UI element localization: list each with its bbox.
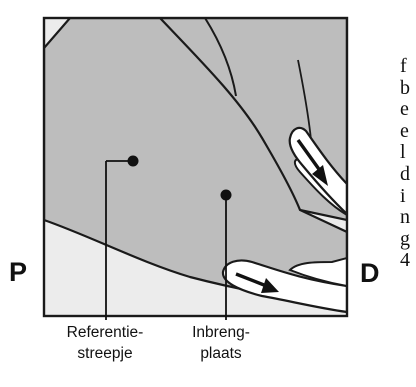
side-text-letter: l	[400, 142, 416, 164]
reference-line-marker	[128, 156, 139, 167]
insertion-site-caption: Inbreng- plaats	[166, 322, 276, 364]
reference-line-caption: Referentie- streepje	[30, 322, 180, 364]
side-text-letter: 4	[400, 250, 416, 272]
side-text-letter: n	[400, 207, 416, 229]
proximal-label: P	[9, 259, 27, 286]
reference-line-caption-line2: streepje	[30, 343, 180, 364]
insertion-site-caption-line2: plaats	[166, 343, 276, 364]
side-text-letter: e	[400, 121, 416, 143]
insertion-site-caption-line1: Inbreng-	[166, 322, 276, 343]
side-text-letter: d	[400, 164, 416, 186]
distal-label: D	[360, 260, 380, 287]
side-text-letter: e	[400, 99, 416, 121]
side-text-column: f b e e l d i n g 4	[400, 56, 416, 272]
reference-line-caption-line1: Referentie-	[30, 322, 180, 343]
side-text-letter: g	[400, 229, 416, 251]
side-text-letter: f	[400, 56, 416, 78]
side-text-letter: i	[400, 186, 416, 208]
side-text-letter: b	[400, 78, 416, 100]
